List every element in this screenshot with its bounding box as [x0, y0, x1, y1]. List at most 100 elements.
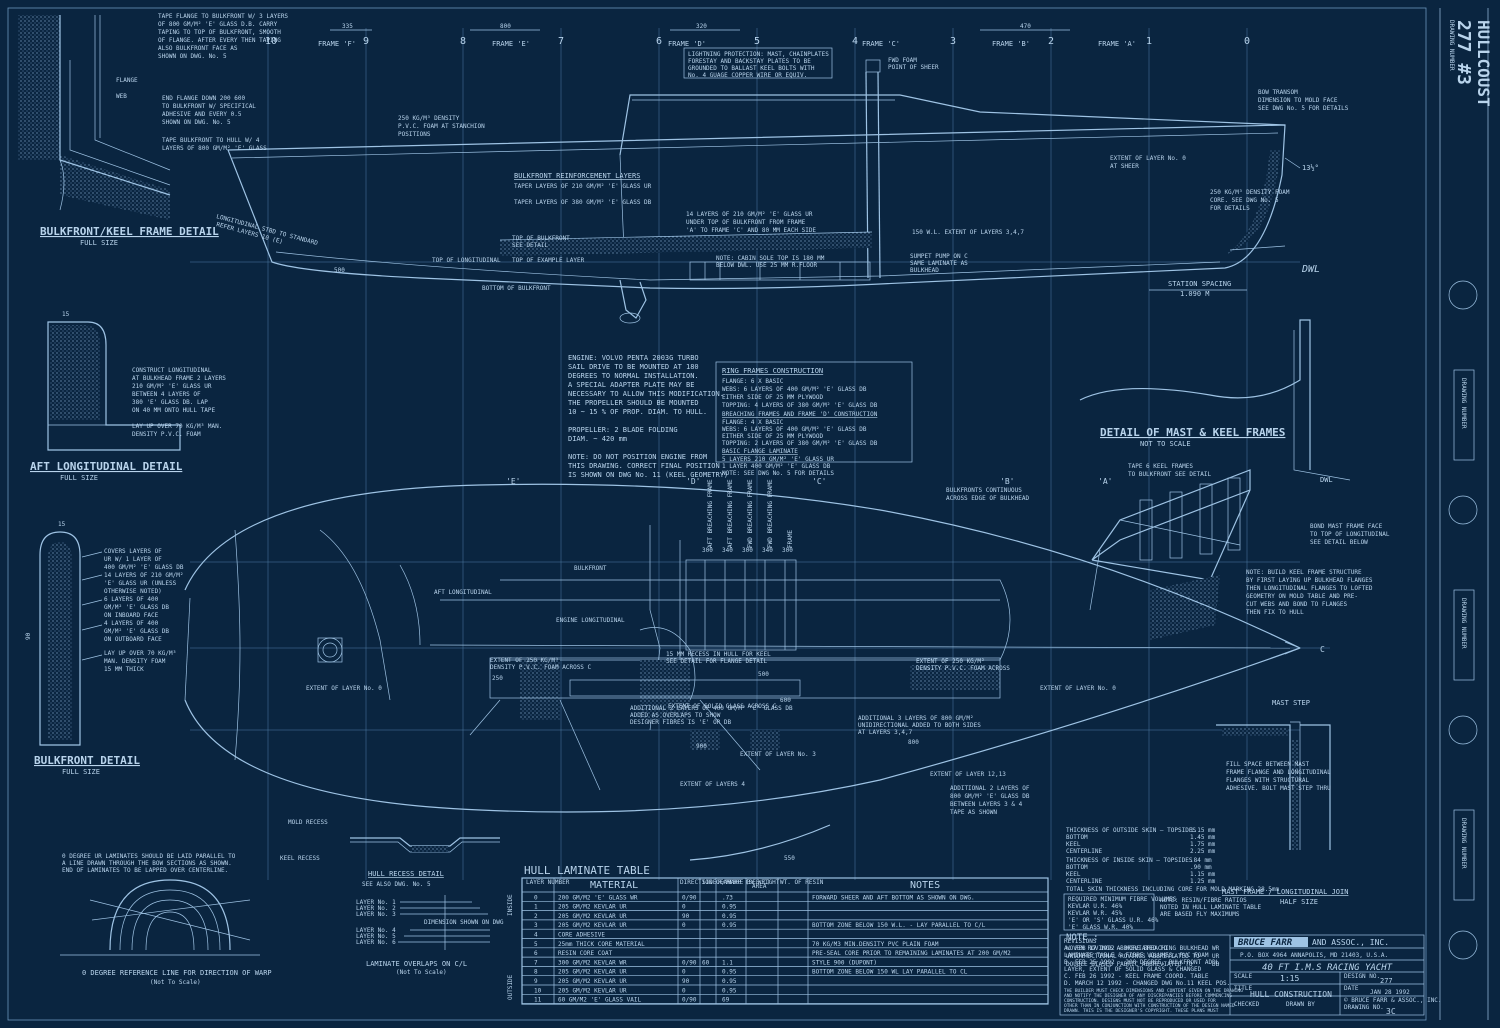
svg-text:LAYER No. 6: LAYER No. 6: [356, 939, 396, 946]
svg-text:No. 4 GUAGE COPPER WIRE OR EQU: No. 4 GUAGE COPPER WIRE OR EQUIV.: [688, 72, 807, 79]
svg-text:DIMENSION TO MOLD FACE: DIMENSION TO MOLD FACE: [1258, 97, 1338, 104]
svg-text:ENGINE: VOLVO PENTA 2003G TURB: ENGINE: VOLVO PENTA 2003G TURBO: [568, 354, 699, 362]
mast-keel-frames-detail: DETAIL OF MAST & KEEL FRAMES NOT TO SCAL…: [946, 319, 1390, 640]
svg-text:POINT OF SHEER: POINT OF SHEER: [888, 64, 939, 71]
table-cell: 300 GM/M2 KEVLAR WR: [558, 959, 627, 966]
svg-text:COVERS LAYERS OF: COVERS LAYERS OF: [104, 548, 162, 555]
svg-text:150 W.L. EXTENT OF LAYERS 3,4,: 150 W.L. EXTENT OF LAYERS 3,4,7: [912, 229, 1024, 236]
table-cell: 0: [682, 987, 686, 994]
svg-text:TOP OF LONGITUDINAL: TOP OF LONGITUDINAL: [432, 257, 501, 264]
svg-text:TAPER LAYERS OF 210 GM/M² 'E': TAPER LAYERS OF 210 GM/M² 'E' GLASS UR: [514, 183, 652, 190]
svg-text:REVISIONS: REVISIONS: [1064, 938, 1097, 945]
svg-text:1.75 mm: 1.75 mm: [1190, 841, 1216, 848]
svg-text:NOTED IN HULL LAMINATE TABLE: NOTED IN HULL LAMINATE TABLE: [1160, 904, 1262, 911]
svg-text:D. MARCH 12 1992 - CHANGED DWG: D. MARCH 12 1992 - CHANGED DWG No.11 KEE…: [1064, 980, 1230, 987]
svg-text:BULKHEAD: BULKHEAD: [910, 267, 939, 274]
svg-text:CENTERLINE: CENTERLINE: [1066, 878, 1103, 885]
svg-text:DRAWN BY: DRAWN BY: [1286, 1001, 1315, 1008]
svg-text:BULKFRONT DETAIL: BULKFRONT DETAIL: [34, 754, 140, 767]
svg-text:90: 90: [25, 632, 32, 640]
svg-text:SEE ALSO DWG. No. 5: SEE ALSO DWG. No. 5: [362, 881, 431, 888]
svg-text:600: 600: [780, 697, 791, 704]
svg-text:TOP OF EXAMPLE LAYER: TOP OF EXAMPLE LAYER: [512, 257, 585, 264]
svg-text:LAMINATE TABLE & FIBRE VOLUMES: LAMINATE TABLE & FIBRE VOLUMES, PVC FOAM: [1064, 952, 1209, 959]
svg-text:NOTES: NOTES: [910, 880, 940, 891]
svg-text:END FLANGE DOWN 200 600: END FLANGE DOWN 200 600: [162, 95, 245, 102]
svg-text:5: 5: [754, 36, 760, 47]
svg-text:DB: DB: [1212, 961, 1220, 968]
svg-text:14 LAYERS OF 210 GM/M² 'E' GLA: 14 LAYERS OF 210 GM/M² 'E' GLASS UR: [686, 211, 813, 218]
svg-text:TO BULKFRONT W/ SPECIFICAL: TO BULKFRONT W/ SPECIFICAL: [162, 103, 256, 110]
svg-text:BOND MAST FRAME FACE: BOND MAST FRAME FACE: [1310, 523, 1383, 530]
skin-thickness: THICKNESS OF OUTSIDE SKIN — TOPSIDES BOT…: [1063, 827, 1280, 968]
svg-text:'E': 'E': [506, 477, 520, 486]
svg-text:800 GM/M² 'E' GLASS DB: 800 GM/M² 'E' GLASS DB: [950, 793, 1030, 800]
svg-text:KEVLAR U.R. 46%: KEVLAR U.R. 46%: [1068, 903, 1123, 910]
svg-text:THIS DRAWING. CORRECT FINAL PO: THIS DRAWING. CORRECT FINAL POSITION: [568, 462, 720, 470]
svg-text:DRAWING NO.: DRAWING NO.: [1344, 1004, 1384, 1011]
svg-text:4: 4: [852, 36, 858, 47]
svg-text:HULL RECESS DETAIL: HULL RECESS DETAIL: [368, 870, 444, 878]
svg-text:.84 mm: .84 mm: [1190, 857, 1212, 864]
svg-text:NOTE :: NOTE :: [1066, 933, 1099, 943]
svg-text:A LINE DRAWN THROUGH THE BOW S: A LINE DRAWN THROUGH THE BOW SECTIONS AS…: [62, 860, 232, 867]
table-cell: 0.95: [722, 969, 737, 976]
svg-text:500: 500: [334, 267, 345, 274]
svg-text:EXTENT OF SOLID GLASS ACROSS C: EXTENT OF SOLID GLASS ACROSS C: [668, 703, 777, 710]
svg-text:BY FIRST LAYING UP BULKHEAD FL: BY FIRST LAYING UP BULKHEAD FLANGES: [1246, 577, 1373, 584]
svg-text:EXTENT OF LAYER No. 3: EXTENT OF LAYER No. 3: [740, 751, 816, 758]
svg-text:NOTE: CABIN SOLE TOP IS 180 MM: NOTE: CABIN SOLE TOP IS 180 MM: [716, 255, 825, 262]
station-numbers: 10 9 8 7 6 5 4 3 2 1 0: [265, 36, 1250, 47]
table-cell: BOTTOM ZONE BELOW 150 W.L. - LAY PARALLE…: [812, 922, 986, 929]
table-cell: 205 GM/M2 KEVLAR UR: [558, 922, 627, 929]
svg-text:MATERIAL: MATERIAL: [590, 880, 638, 891]
edge-tab: DRAWING NUMBER 277 #3 HULLCOUST DRAWING …: [1439, 8, 1493, 1020]
svg-text:EXTENT OF LAYERS 4: EXTENT OF LAYERS 4: [680, 781, 745, 788]
svg-text:ADDITIONAL 2 LAYERS OF: ADDITIONAL 2 LAYERS OF: [950, 785, 1030, 792]
svg-text:ON 40 MM ONTO HULL TAPE: ON 40 MM ONTO HULL TAPE: [132, 407, 215, 414]
svg-text:HULLCOUST: HULLCOUST: [1474, 20, 1493, 107]
table-cell: 205 GM/M2 KEVLAR UR: [558, 904, 627, 911]
table-cell: 0.95: [722, 987, 737, 994]
svg-text:BOTTOM: BOTTOM: [1066, 864, 1088, 871]
svg-text:7: 7: [558, 36, 564, 47]
svg-text:BULKFRONTS CONTINUOUS: BULKFRONTS CONTINUOUS: [946, 487, 1022, 494]
table-cell: 0: [682, 969, 686, 976]
svg-text:10: 10: [265, 36, 277, 47]
table-cell: FORWARD SHEER AND AFT BOTTOM AS SHOWN ON…: [812, 894, 975, 901]
svg-text:FRAME FLANGE AND LONGITUDINAL: FRAME FLANGE AND LONGITUDINAL: [1226, 769, 1331, 776]
svg-text:FOR DETAILS: FOR DETAILS: [1210, 205, 1250, 212]
svg-text:FLANGES WITH STRUCTURAL: FLANGES WITH STRUCTURAL: [1226, 777, 1309, 784]
table-cell: 6: [534, 950, 538, 957]
svg-text:ADDED AS OVERLAPS TO SHOW: ADDED AS OVERLAPS TO SHOW: [630, 712, 721, 719]
svg-text:EXTENT OF 250 KG/M³: EXTENT OF 250 KG/M³: [490, 657, 559, 664]
table-cell: 0.95: [722, 978, 737, 985]
table-cell: 205 GM/M2 KEVLAR UR: [558, 913, 627, 920]
svg-text:FORESTAY AND BACKSTAY PLATES T: FORESTAY AND BACKSTAY PLATES TO BE: [688, 58, 811, 65]
svg-text:LAY UP OVER 70 KG/M³ MAN.: LAY UP OVER 70 KG/M³ MAN.: [132, 423, 222, 430]
svg-text:TOPPING: 4 LAYERS OF 380 GM/M²: TOPPING: 4 LAYERS OF 380 GM/M² 'E' GLASS…: [722, 402, 878, 409]
svg-text:AFT BREACHING FRAME: AFT BREACHING FRAME: [707, 479, 714, 548]
svg-text:DWL: DWL: [1301, 264, 1320, 275]
svg-text:DRAWING NUMBER: DRAWING NUMBER: [1448, 20, 1455, 71]
svg-text:9: 9: [363, 36, 369, 47]
svg-text:DIAM. ~ 420 mm: DIAM. ~ 420 mm: [568, 435, 627, 443]
svg-text:EXTENT OF LAYER No. 0: EXTENT OF LAYER No. 0: [306, 685, 382, 692]
svg-text:EXTENT OF LAYER No. 0: EXTENT OF LAYER No. 0: [1110, 155, 1186, 162]
svg-text:LAYERS OF 800 GM/M² 'E' GLASS: LAYERS OF 800 GM/M² 'E' GLASS: [162, 145, 267, 152]
svg-text:UR: UR: [1212, 953, 1220, 960]
svg-text:500: 500: [758, 671, 769, 678]
svg-text:15: 15: [62, 311, 70, 318]
svg-text:DENSITY P.V.C. FOAM ACROSS: DENSITY P.V.C. FOAM ACROSS: [916, 665, 1010, 672]
svg-text:DRAWING NUMBER: DRAWING NUMBER: [1460, 378, 1467, 429]
svg-text:13½°: 13½°: [1302, 164, 1319, 172]
svg-text:DESIGN NO.: DESIGN NO.: [1344, 973, 1380, 980]
svg-text:TOP OF BULKFRONT: TOP OF BULKFRONT: [512, 235, 570, 242]
svg-text:POSITIONS: POSITIONS: [398, 131, 431, 138]
svg-text:OF 800 GM/M² 'E' GLASS D.B. CA: OF 800 GM/M² 'E' GLASS D.B. CARRY: [158, 21, 278, 28]
svg-text:HULL CONSTRUCTION: HULL CONSTRUCTION: [1250, 990, 1332, 999]
svg-text:LIGHTNING PROTECTION: MAST, CH: LIGHTNING PROTECTION: MAST, CHAINPLATES: [688, 51, 829, 58]
svg-text:1.090 M: 1.090 M: [1180, 290, 1210, 298]
svg-text:AND ASSOC., INC.: AND ASSOC., INC.: [1312, 938, 1389, 947]
